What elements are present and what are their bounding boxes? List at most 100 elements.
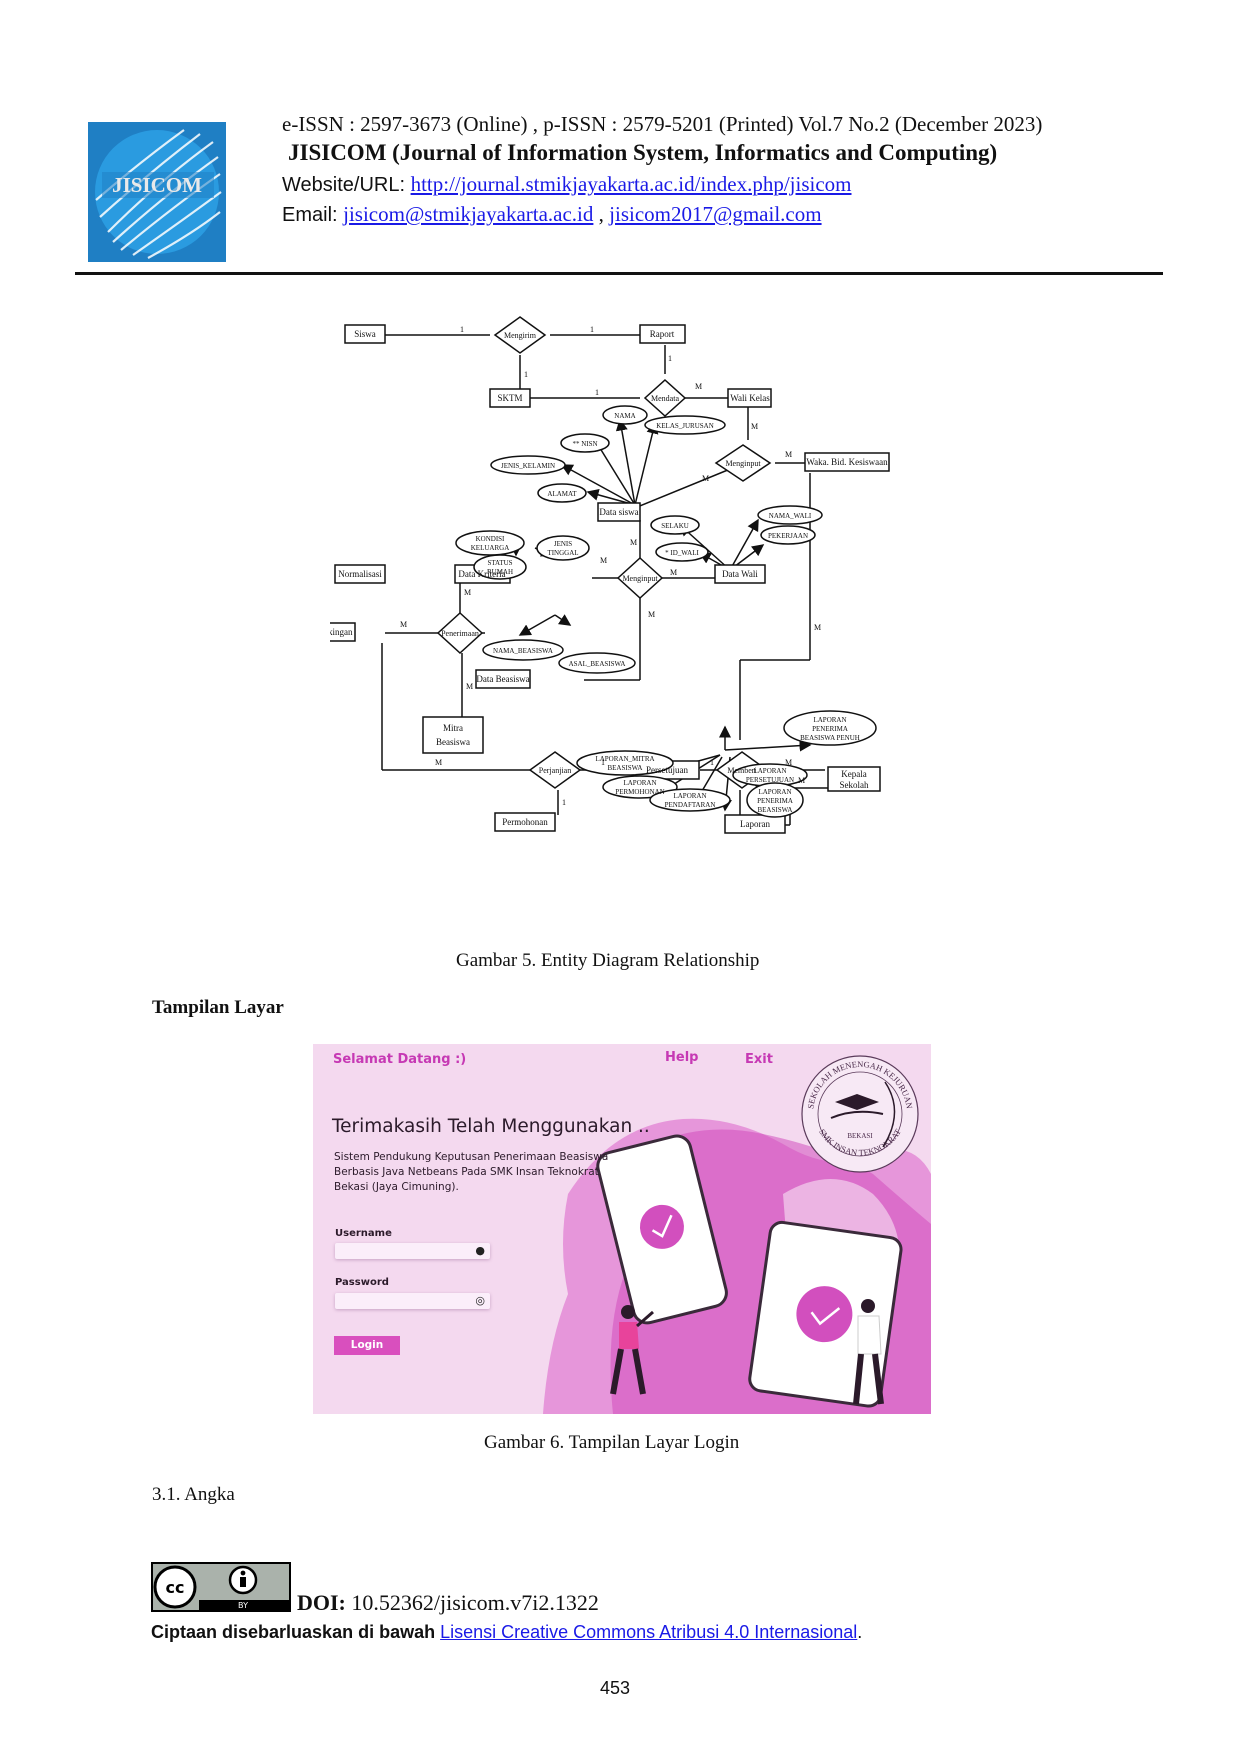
erd-card: M: [648, 610, 655, 619]
erd-attr-kelas-jurusan: KELAS_JURUSAN: [656, 422, 714, 430]
erd-entity-wali-kelas: Wali Kelas: [730, 393, 770, 403]
erd-attr-lap-pp-2: PENERIMA: [812, 725, 848, 733]
erd-card: 1: [595, 388, 599, 397]
erd-attr-status-1: STATUS: [487, 559, 512, 567]
school-seal: SEKOLAH MENENGAH KEJURUAN SMK INSAN TEKN…: [801, 1055, 919, 1173]
login-button[interactable]: Login: [334, 1336, 400, 1355]
license-link[interactable]: Lisensi Creative Commons Atribusi 4.0 In…: [440, 1622, 858, 1642]
user-icon: ●: [475, 1244, 485, 1257]
erd-attr-nama-wali: NAMA_WALI: [769, 512, 812, 520]
login-background-art: [313, 1044, 931, 1414]
welcome-text: Selamat Datang :): [333, 1052, 467, 1067]
erd-attr-pekerjaan: PEKERJAAN: [768, 532, 808, 540]
erd-card: M: [751, 422, 758, 431]
erd-card: 1: [562, 798, 566, 807]
page-number: 453: [600, 1678, 631, 1698]
erd-attr-lap-pers-1: LAPORAN: [753, 767, 786, 775]
erd-entity-siswa: Siswa: [354, 329, 376, 339]
erd-attr-asal-beasiswa: ASAL_BEASISWA: [569, 660, 626, 668]
erd-card: 1: [668, 354, 672, 363]
erd-attr-lap-pb-2: PENERIMA: [757, 797, 793, 805]
erd-entity-raport: Raport: [650, 329, 675, 339]
password-label: Password: [335, 1277, 389, 1288]
erd-attr-lap-mitra-1: LAPORAN_MITRA: [595, 755, 654, 763]
email-link-2[interactable]: jisicom2017@gmail.com: [609, 202, 822, 226]
erd-entity-mitra-1: Mitra: [443, 723, 463, 733]
doi-label: DOI:: [297, 1590, 346, 1615]
erd-attr-lap-pb-3: BEASISWA: [757, 806, 792, 814]
erd-attr-lap-pend-1: LAPORAN: [673, 792, 706, 800]
erd-card: M: [464, 588, 471, 597]
help-link[interactable]: Help: [665, 1050, 699, 1065]
erd-rel-menginput-2: Menginput: [622, 574, 658, 583]
doi-value: 10.52362/jisicom.v7i2.1322: [345, 1590, 599, 1615]
erd-card: M: [785, 758, 792, 767]
erd-card: M: [702, 474, 709, 483]
erd-entity-perankingan: Perankingan: [330, 627, 353, 637]
erd-card: 1: [590, 325, 594, 334]
erd-attr-kondisi-1: KONDISI: [476, 535, 505, 543]
email-link-1[interactable]: jisicom@stmikjayakarta.ac.id: [343, 202, 594, 226]
license-prefix: Ciptaan disebarluaskan di bawah: [151, 1622, 441, 1642]
figure-6-caption: Gambar 6. Tampilan Layar Login: [484, 1432, 740, 1453]
exit-link[interactable]: Exit: [745, 1052, 773, 1067]
erd-attr-alamat: ALAMAT: [547, 490, 577, 498]
erd-attr-lap-pp-1: LAPORAN: [813, 716, 846, 724]
username-input[interactable]: ●: [335, 1243, 490, 1259]
erd-attr-status-2: RUMAH: [487, 568, 513, 576]
header-rule: [75, 272, 1163, 275]
erd-card: M: [695, 382, 702, 391]
issn-line: e-ISSN : 2597-3673 (Online) , p-ISSN : 2…: [282, 112, 1043, 136]
svg-text:cc: cc: [166, 1578, 185, 1597]
erd-card: M: [435, 758, 442, 767]
erd-card: M: [466, 682, 473, 691]
erd-card: 1: [710, 758, 714, 767]
erd-attr-selaku: SELAKU: [661, 522, 689, 530]
username-label: Username: [335, 1228, 392, 1239]
password-input[interactable]: ◎: [335, 1293, 490, 1309]
journal-title: JISICOM (Journal of Information System, …: [288, 140, 998, 165]
erd-rel-menginput-1: Menginput: [725, 459, 761, 468]
email-line: Email: jisicom@stmikjayakarta.ac.id , ji…: [282, 202, 822, 227]
doi-line: DOI: 10.52362/jisicom.v7i2.1322: [297, 1590, 599, 1616]
erd-card: M: [630, 538, 637, 547]
erd-attr-lap-mitra-2: BEASISWA: [607, 764, 642, 772]
license-line: Ciptaan disebarluaskan di bawah Lisensi …: [151, 1622, 862, 1643]
license-suffix: .: [857, 1622, 863, 1642]
erd-attr-kondisi-2: KELUARGA: [471, 544, 510, 552]
email-separator: ,: [593, 202, 610, 226]
erd-rel-mengirim: Mengirim: [504, 331, 537, 340]
eye-slash-icon[interactable]: ◎: [475, 1294, 485, 1307]
erd-attr-lap-pb-1: LAPORAN: [758, 788, 791, 796]
cc-by-badge: cc BY: [151, 1562, 291, 1612]
login-screenshot: Selamat Datang :) Help Exit SEKOLAH MENE…: [313, 1044, 931, 1414]
erd-entity-kepala-1: Kepala: [841, 769, 866, 779]
website-label: Website/URL:: [282, 174, 411, 196]
logo-text: JISICOM: [112, 173, 202, 197]
erd-entity-data-siswa: Data siswa: [599, 507, 638, 517]
erd-entity-normalisasi: Normalisasi: [338, 569, 382, 579]
erd-attr-jenis-kelamin: JENIS_KELAMIN: [501, 462, 555, 470]
erd-rel-perjanjian: Perjanjian: [539, 766, 571, 775]
email-label: Email:: [282, 204, 344, 226]
erd-rel-mendata: Mendata: [651, 394, 679, 403]
erd-entity-persetujuan: Persetujuan: [646, 765, 688, 775]
erd-entity-sktm: SKTM: [497, 393, 522, 403]
website-link[interactable]: http://journal.stmikjayakarta.ac.id/inde…: [410, 172, 852, 196]
erd-diagram: Siswa Raport SKTM Wali Kelas Waka. Bid. …: [330, 316, 890, 834]
erd-card: 1: [601, 758, 605, 767]
subsection-heading: 3.1. Angka: [152, 1484, 235, 1505]
erd-card: M: [400, 620, 407, 629]
erd-attr-lap-pend-2: PENDAFTARAN: [665, 801, 716, 809]
login-description: Sistem Pendukung Keputusan Penerimaan Be…: [334, 1151, 609, 1193]
journal-logo: JISICOM: [88, 122, 226, 262]
erd-entity-waka: Waka. Bid. Kesiswaan: [806, 457, 888, 467]
erd-attr-lap-pp-3: BEASISWA PENUH: [800, 734, 860, 742]
website-line: Website/URL: http://journal.stmikjayakar…: [282, 172, 852, 197]
erd-attr-jenis-2: TINGGAL: [547, 549, 578, 557]
erd-card: M: [785, 450, 792, 459]
erd-attr-id-wali: * ID_WALI: [665, 549, 699, 557]
erd-attr-nama-beasiswa: NAMA_BEASISWA: [493, 647, 553, 655]
erd-rel-penerimaan: Penerimaan: [441, 629, 479, 638]
erd-entity-data-beasiswa: Data Beasiswa: [476, 674, 529, 684]
